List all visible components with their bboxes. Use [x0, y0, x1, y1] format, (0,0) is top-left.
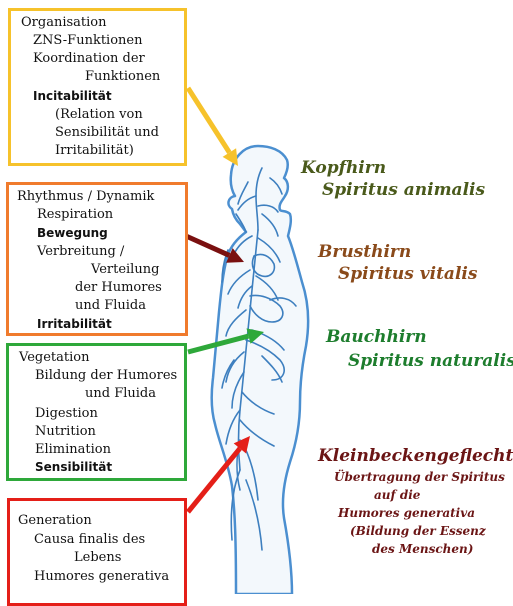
- box-line: der Humores: [75, 280, 162, 295]
- vegetation-box: Vegetation Bildung der Humores und Fluid…: [6, 343, 187, 481]
- label-des-menschen: des Menschen): [372, 542, 473, 556]
- box-line: Koordination der: [33, 51, 145, 66]
- box-line: Verbreitung /: [37, 244, 124, 259]
- box-line: Vegetation: [19, 350, 89, 365]
- box-line: Bewegung: [37, 226, 108, 241]
- box-line: ZNS-Funktionen: [33, 33, 142, 48]
- box-line: und Fluida: [75, 298, 146, 313]
- label-brusthirn: Brusthirn: [318, 242, 411, 262]
- label-auf-die: auf die: [374, 488, 420, 502]
- box-line: Irritabilität): [55, 143, 134, 158]
- box-line: Sensibilität und: [55, 125, 159, 140]
- label-bildung-der-essenz: (Bildung der Essenz: [350, 524, 486, 538]
- box-line: Sensibilität: [35, 460, 112, 475]
- generation-box: Generation Causa finalis des Lebens Humo…: [7, 498, 187, 606]
- box-line: Organisation: [21, 15, 106, 30]
- rhythmus-box: Rhythmus / Dynamik Respiration Bewegung …: [6, 182, 188, 336]
- label-spiritus-naturalis: Spiritus naturalis: [348, 351, 513, 371]
- box-line: Nutrition: [35, 424, 96, 439]
- box-line: Funktionen: [85, 69, 160, 84]
- arrow-darkred-shaft: [186, 236, 229, 255]
- box-line: Lebens: [74, 550, 121, 565]
- box-line: Verteilung: [91, 262, 159, 277]
- box-line: Bildung der Humores: [35, 368, 177, 383]
- arrow-yellow-shaft: [188, 88, 229, 153]
- box-line: Incitabilität: [33, 89, 112, 104]
- label-kleinbeckengeflecht: Kleinbeckengeflecht: [318, 446, 513, 466]
- box-line: Causa finalis des: [34, 532, 145, 547]
- label-humores-generativa: Humores generativa: [338, 506, 475, 520]
- label-uebertragung: Übertragung der Spiritus: [334, 470, 505, 484]
- box-line: Respiration: [37, 207, 113, 222]
- box-line: Elimination: [35, 442, 111, 457]
- label-kopfhirn: Kopfhirn: [301, 158, 386, 178]
- box-line: Irritabilität: [37, 317, 112, 332]
- box-line: (Relation von: [55, 107, 143, 122]
- box-line: Digestion: [35, 406, 98, 421]
- organisation-box: Organisation ZNS-Funktionen Koordination…: [8, 8, 187, 166]
- label-bauchhirn: Bauchhirn: [326, 327, 427, 347]
- label-spiritus-vitalis: Spiritus vitalis: [338, 264, 477, 284]
- box-line: und Fluida: [85, 386, 156, 401]
- box-line: Humores generativa: [34, 569, 169, 584]
- box-line: Rhythmus / Dynamik: [17, 189, 154, 204]
- box-line: Generation: [18, 513, 92, 528]
- label-spiritus-animalis: Spiritus animalis: [322, 180, 485, 200]
